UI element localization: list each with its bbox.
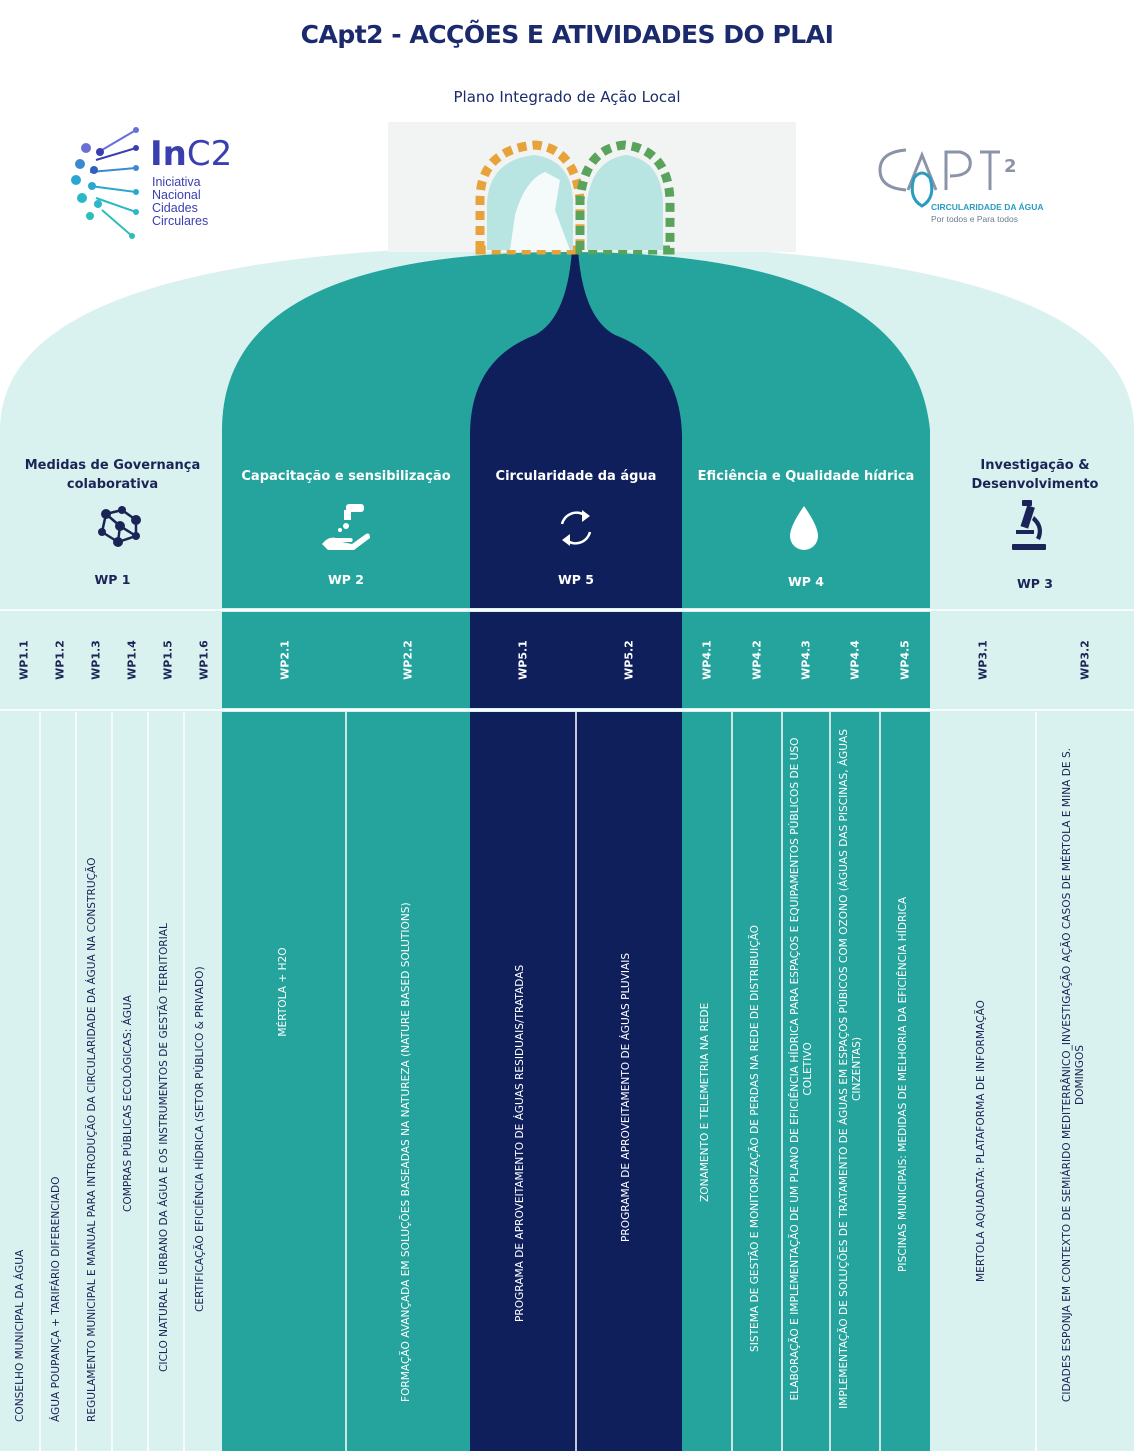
- activity-text: ELABORAÇÃO E IMPLEMENTAÇÃO DE UM PLANO D…: [789, 737, 814, 1401]
- activity-text: PROGRAMA DE APROVEITAMENTO DE ÁGUAS RESI…: [514, 964, 526, 1322]
- sub-package-text: WP2.1: [278, 640, 292, 680]
- activity-text: ZONAMENTO E TELEMETRIA NA REDE: [699, 1002, 711, 1202]
- recycle-icon: [560, 510, 592, 546]
- page-title: CApt2 - ACÇÕES E ATIVIDADES DO PLAI: [300, 20, 834, 49]
- sub-package-text: WP1.6: [197, 640, 211, 680]
- activity-text: FORMAÇÃO AVANÇADA EM SOLUÇÕES BASEADAS N…: [400, 902, 412, 1402]
- sub-package-text: WP5.2: [622, 640, 636, 680]
- wp3-title: Investigação & Desenvolvimento: [971, 458, 1099, 492]
- band-wp5: [470, 612, 682, 708]
- network-icon: [98, 506, 141, 547]
- col-wp4: [682, 712, 930, 1451]
- sub-package-text: WP1.3: [89, 640, 103, 680]
- capt2-logo-mark: 2: [878, 148, 1017, 208]
- wp1-label: WP 1: [94, 572, 131, 587]
- central-dome: [470, 250, 682, 608]
- sub-package-text: WP4.3: [799, 640, 813, 680]
- wp2-title: Capacitação e sensibilização: [241, 469, 451, 484]
- inc2-logo-mark: [71, 127, 139, 239]
- sub-package-text: WP1.2: [53, 640, 67, 680]
- band-wp4: [682, 612, 930, 708]
- sub-package-text: WP4.2: [750, 640, 764, 680]
- inc2-logo-word-thin: C2: [186, 134, 233, 174]
- wp4-title: Eficiência e Qualidade hídrica: [697, 469, 915, 484]
- wp5-title: Circularidade da água: [495, 469, 657, 484]
- sub-package-text: WP4.4: [848, 640, 862, 680]
- svg-text:2: 2: [1004, 156, 1017, 177]
- microscope-icon: [1012, 500, 1046, 550]
- activity-text: COMPRAS PÚBLICAS ECOLÓGICAS: ÁGUA: [122, 995, 134, 1212]
- activity-text: MÉRTOLA + H2O: [277, 947, 289, 1037]
- page-subtitle: Plano Integrado de Ação Local: [453, 88, 681, 106]
- activity-text: CIDADES ESPONJA EM CONTEXTO DE SEMIÁRIDO…: [1061, 747, 1086, 1403]
- wp5-label: WP 5: [558, 572, 594, 587]
- sub-package-text: WP1.5: [161, 640, 175, 680]
- capt2-logo-subtitle: CIRCULARIDADE DA ÁGUA: [931, 202, 1044, 212]
- inc2-logo-word-bold: In: [150, 134, 187, 174]
- activity-text: PISCINAS MUNICIPAIS: MEDIDAS DE MELHORIA…: [897, 896, 909, 1272]
- sub-package-text: WP5.1: [516, 640, 530, 680]
- wp4-label: WP 4: [788, 574, 824, 589]
- activity-text: CERTIFICAÇÃO EFICIÊNCIA HÍDRICA (SETOR P…: [194, 966, 206, 1312]
- sub-package-text: WP3.1: [976, 640, 990, 680]
- activity-text: PROGRAMA DE APROVEITAMENTO DE ÁGUAS PLUV…: [620, 952, 632, 1242]
- band-wp2: [222, 612, 470, 708]
- activity-text: CONSELHO MUNICIPAL DA ÁGUA: [14, 1249, 26, 1422]
- band-wp1: [0, 612, 222, 708]
- sub-package-text: WP4.1: [700, 640, 714, 680]
- activity-text: SISTEMA DE GESTÃO E MONITORIZAÇÃO DE PER…: [749, 924, 761, 1352]
- inc2-logo-wordmark: InC2: [150, 136, 232, 172]
- col-wp3: [930, 712, 1134, 1451]
- activity-text: REGULAMENTO MUNICIPAL E MANUAL PARA INTR…: [86, 857, 98, 1422]
- activity-text: ÁGUA POUPANÇA + TARIFÁRIO DIFERENCIADO: [50, 1176, 62, 1422]
- sub-package-text: WP3.2: [1078, 640, 1092, 680]
- sub-package-text: WP1.1: [17, 640, 31, 680]
- wp1-title: Medidas de Governança colaborativa: [24, 458, 201, 492]
- col-wp1: [0, 712, 222, 1451]
- inc2-logo-subtitle: Iniciativa Nacional Cidades Circulares: [152, 175, 209, 228]
- water-drop-icon: [790, 506, 818, 550]
- arches-illustration: [388, 122, 796, 255]
- wp3-label: WP 3: [1017, 576, 1053, 591]
- activity-text: MERTOLA AQUADATA: PLATAFORMA DE INFORMAÇ…: [975, 1000, 987, 1282]
- band-wp3: [930, 612, 1134, 708]
- capt2-logo-tagline: Por todos e Para todos: [931, 214, 1018, 224]
- activity-text: IMPLEMENTAÇÃO DE SOLUÇÕES DE TRATAMENTO …: [838, 729, 863, 1409]
- wp2-label: WP 2: [328, 572, 364, 587]
- hand-water-icon: [322, 504, 370, 550]
- sub-package-text: WP4.5: [898, 640, 912, 680]
- column-dividers: [0, 609, 1134, 1451]
- activity-text: CICLO NATURAL E URBANO DA ÁGUA E OS INST…: [158, 923, 170, 1372]
- sub-package-text: WP2.2: [401, 640, 415, 680]
- sub-package-text: WP1.4: [125, 640, 139, 680]
